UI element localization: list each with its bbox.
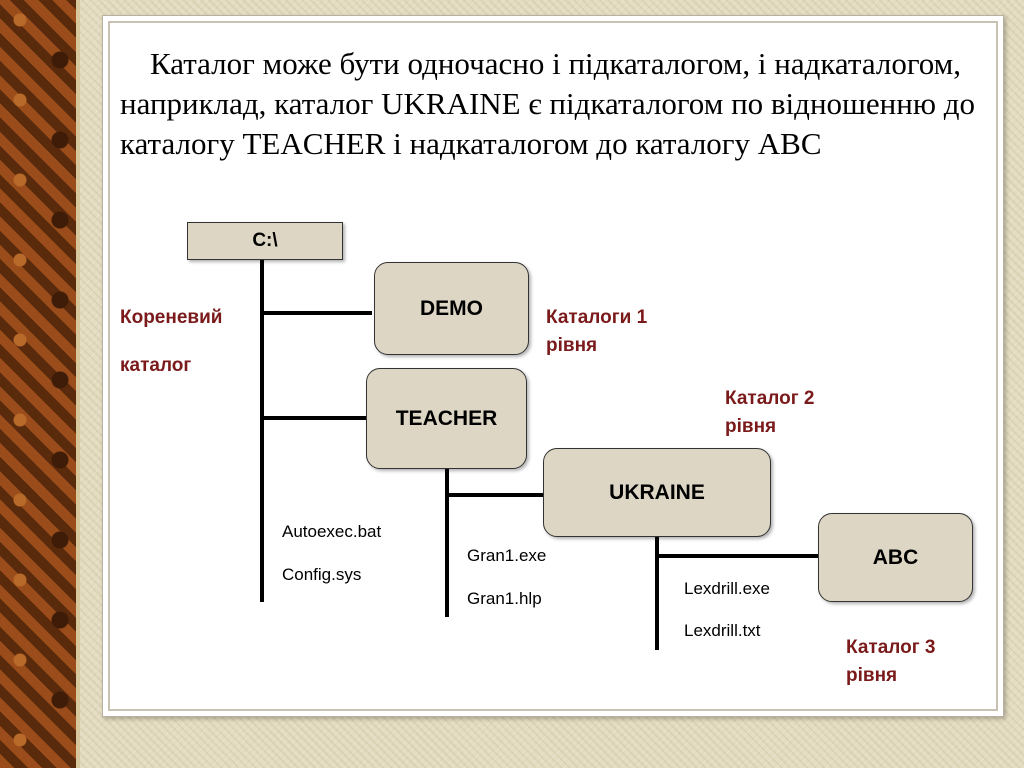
node-teacher: TEACHER xyxy=(366,368,527,469)
label-root-line1: Кореневий xyxy=(120,307,223,328)
file-gran1-hlp: Gran1.hlp xyxy=(467,589,542,608)
label-level3-line2: рівня xyxy=(846,665,898,686)
label-level3-line1: Каталог 3 xyxy=(846,637,936,658)
decorative-border-strip xyxy=(0,0,80,768)
node-teacher-label: TEACHER xyxy=(395,406,498,430)
label-level2-line2: рівня xyxy=(725,416,777,437)
node-abc-label: ABC xyxy=(872,545,919,569)
file-gran1-exe: Gran1.exe xyxy=(467,546,547,565)
label-level1-line2: рівня xyxy=(546,335,598,356)
label-level1: Каталоги 1 рівня xyxy=(546,304,647,360)
file-lexdrill-exe: Lexdrill.exe xyxy=(684,579,770,598)
file-autoexec: Autoexec.bat xyxy=(282,522,382,541)
label-level3: Каталог 3 рівня xyxy=(846,634,935,690)
node-abc: ABC xyxy=(818,513,973,602)
file-config: Config.sys xyxy=(282,565,362,584)
node-demo: DEMO xyxy=(374,262,529,355)
node-demo-label: DEMO xyxy=(420,296,483,320)
node-root-label: C:\ xyxy=(252,230,278,251)
description-paragraph: Каталог може бути одночасно і підкаталог… xyxy=(120,46,976,161)
node-root: C:\ xyxy=(187,222,343,260)
label-level1-line1: Каталоги 1 xyxy=(546,307,648,328)
label-root-line2: каталог xyxy=(120,355,192,376)
label-root-catalog: Кореневий каталог xyxy=(120,294,222,390)
node-ukraine-label: UKRAINE xyxy=(609,480,705,504)
label-level2-line1: Каталог 2 xyxy=(725,388,815,409)
file-lexdrill-txt: Lexdrill.txt xyxy=(684,621,761,640)
node-ukraine: UKRAINE xyxy=(543,448,771,537)
label-level2: Каталог 2 рівня xyxy=(725,385,814,441)
